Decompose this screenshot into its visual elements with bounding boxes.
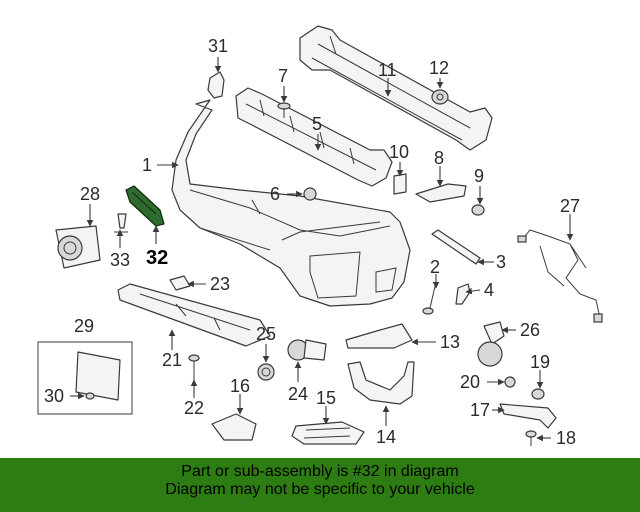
part-10-cover[interactable] [393, 173, 407, 195]
callout-4: 4 [484, 280, 494, 300]
callout-27: 27 [560, 196, 580, 216]
part-25-grommet[interactable] [257, 363, 275, 381]
part-2-bolt[interactable] [422, 281, 437, 315]
callout-18: 18 [556, 428, 576, 448]
leader-lines [70, 57, 574, 442]
callout-9: 9 [474, 166, 484, 186]
part-29-plate-bracket[interactable] [37, 341, 133, 415]
callout-30: 30 [44, 386, 64, 406]
part-4-pin[interactable] [455, 283, 471, 305]
part-9-screw[interactable] [471, 204, 485, 216]
part-5-energy-absorber[interactable] [235, 87, 393, 187]
banner-line-2: Diagram may not be specific to your vehi… [165, 481, 475, 498]
part-24-sensor[interactable] [287, 339, 327, 361]
callout-11: 11 [378, 60, 397, 80]
callout-31: 31 [208, 36, 228, 56]
part-8-lamp[interactable] [415, 183, 467, 203]
part-6-bolt[interactable] [303, 187, 317, 201]
callout-33: 33 [110, 250, 130, 270]
callout-22: 22 [184, 398, 204, 418]
part-18-screw[interactable] [525, 430, 537, 446]
callout-15: 15 [316, 388, 336, 408]
callout-16: 16 [230, 376, 250, 396]
part-31-bracket[interactable] [207, 71, 225, 99]
callout-21: 21 [162, 350, 182, 370]
part-22-bolt[interactable] [188, 354, 200, 380]
callout-2: 2 [430, 257, 440, 277]
callout-17: 17 [470, 400, 490, 420]
callout-10: 10 [389, 142, 409, 162]
callout-6: 6 [270, 184, 280, 204]
callout-labels: 1 2 3 4 5 6 7 8 9 10 11 12 13 14 15 16 1… [44, 36, 580, 448]
callout-8: 8 [434, 148, 444, 168]
part-3-trim-strip[interactable] [431, 229, 481, 265]
callout-23: 23 [210, 274, 230, 294]
part-12-nut[interactable] [431, 89, 449, 105]
callout-26: 26 [520, 320, 540, 340]
part-19-clip[interactable] [531, 388, 545, 400]
part-33-clip[interactable] [114, 213, 128, 233]
callout-32-highlighted: 32 [146, 247, 168, 269]
callout-14: 14 [376, 427, 396, 447]
part-1-bumper-cover[interactable] [171, 99, 411, 307]
callout-29: 29 [74, 316, 94, 336]
callout-24: 24 [288, 384, 308, 404]
callout-20: 20 [460, 372, 480, 392]
banner-line-1: Part or sub-assembly is #32 in diagram [181, 463, 459, 480]
part-15-grille[interactable] [291, 421, 365, 445]
part-28-sensor[interactable] [55, 225, 101, 269]
callout-7: 7 [278, 66, 288, 86]
part-20-nut[interactable] [504, 376, 516, 388]
callout-13: 13 [440, 332, 460, 352]
part-30-screw[interactable] [85, 392, 95, 400]
parts-diagram: 1 2 3 4 5 6 7 8 9 10 11 12 13 14 15 16 1… [37, 25, 603, 448]
part-16-bezel[interactable] [211, 413, 257, 441]
callout-1: 1 [142, 155, 152, 175]
callout-28: 28 [80, 184, 100, 204]
part-21-undershield[interactable] [117, 283, 271, 347]
callout-25: 25 [256, 324, 276, 344]
part-13-bracket[interactable] [345, 323, 413, 349]
callout-19: 19 [530, 352, 550, 372]
part-17-bracket[interactable] [499, 403, 557, 429]
part-32-bracket-highlighted[interactable] [125, 185, 165, 227]
callout-5: 5 [312, 114, 322, 134]
part-7-pin[interactable] [277, 102, 291, 118]
part-26-sensor[interactable] [477, 321, 505, 367]
callout-3: 3 [496, 252, 506, 272]
part-27-harness[interactable] [517, 229, 603, 323]
info-banner: Part or sub-assembly is #32 in diagram D… [0, 458, 640, 512]
part-11-impact-beam[interactable] [299, 25, 493, 151]
part-23-clip[interactable] [169, 275, 191, 291]
callout-12: 12 [429, 58, 449, 78]
part-14-liner[interactable] [347, 361, 415, 405]
